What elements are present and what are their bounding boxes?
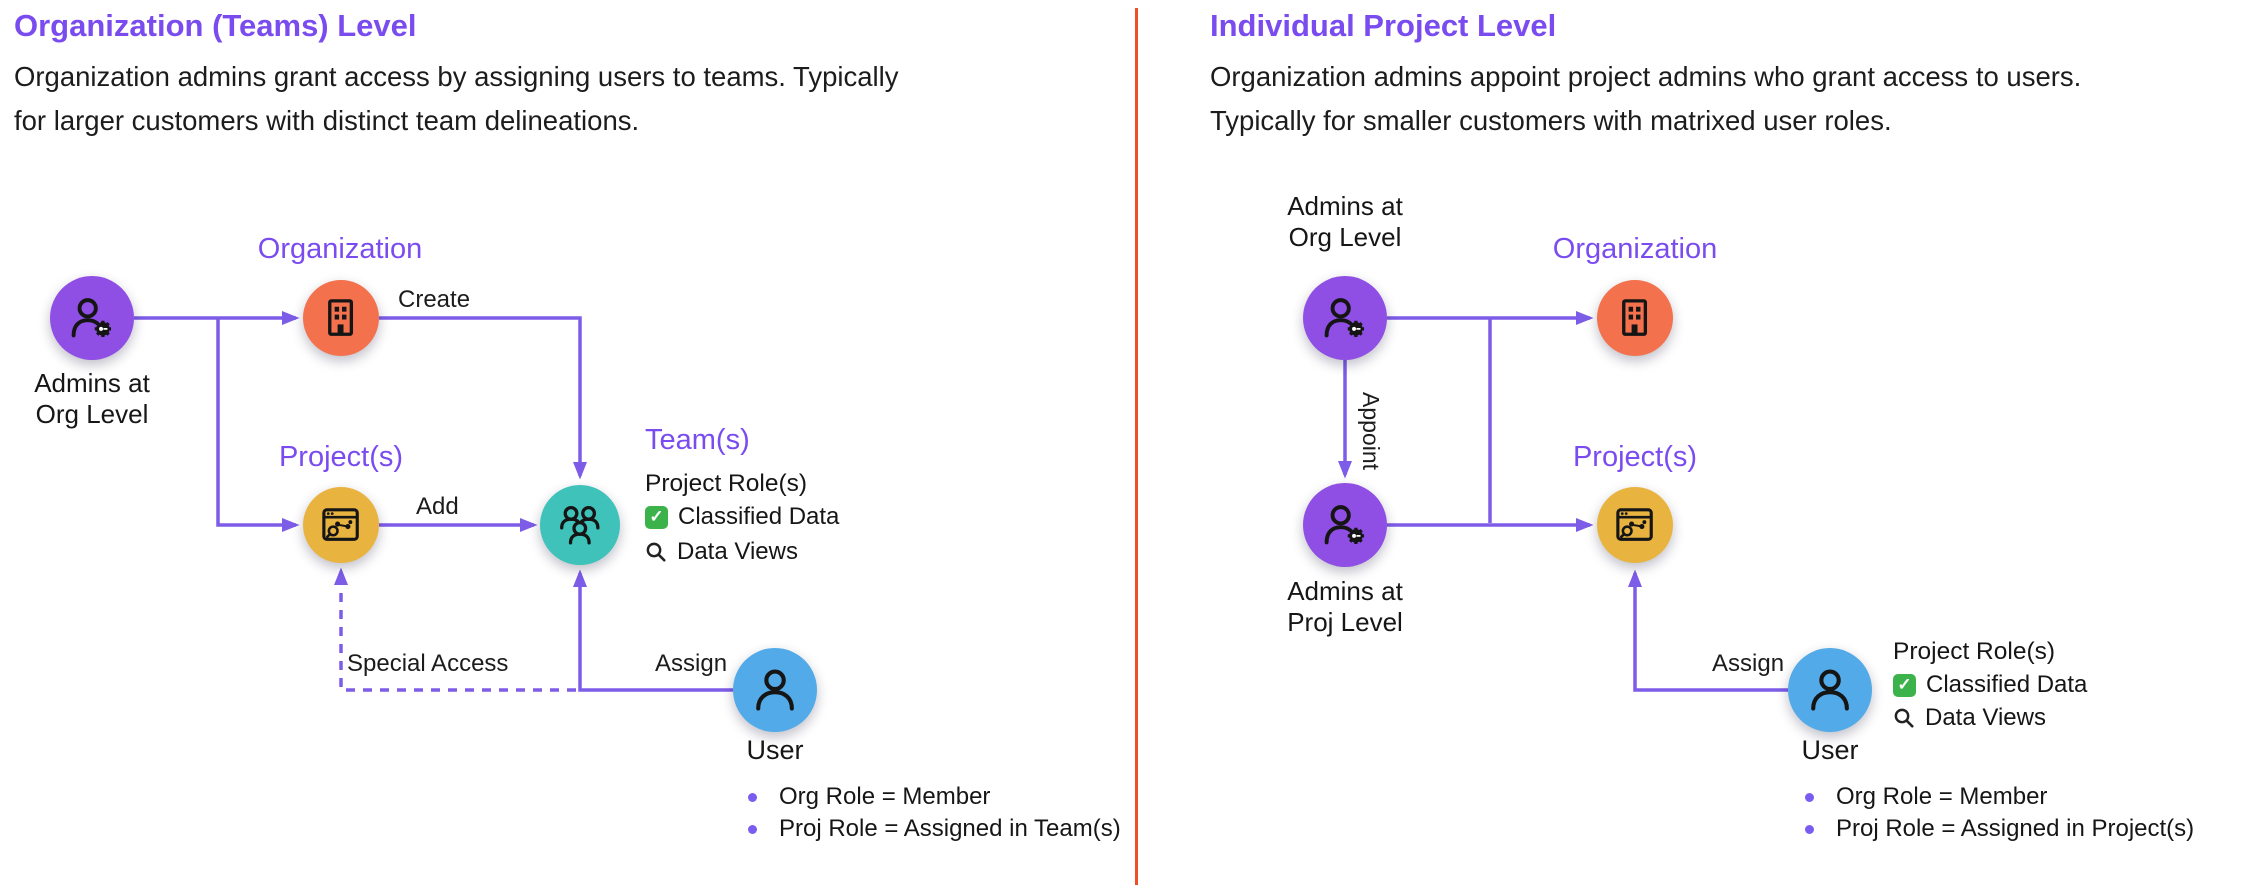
project-roles-heading: Project Role(s) [1893, 638, 2056, 665]
checkbox-icon: ✓ [1893, 673, 1916, 697]
team-roles-heading: Project Role(s) [645, 470, 808, 497]
user-bullet-proj-role: Proj Role = Assigned in Team(s) [748, 815, 1121, 843]
person-gear-icon [1324, 298, 1364, 338]
magnifier-icon [646, 542, 666, 562]
edge-label-assign: Assign [1712, 650, 1785, 677]
user-bullet-proj-role-label: Proj Role = Assigned in Team(s) [779, 815, 1121, 842]
right-panel-title: Individual Project Level [1210, 8, 1557, 43]
project-detail-dataviews-label: Data Views [1925, 704, 2046, 731]
node-org-admins [50, 276, 134, 360]
person-gear-icon [71, 298, 111, 338]
node-label-organization: Organization [1552, 233, 1718, 265]
user-bullet-org-role: Org Role = Member [748, 783, 990, 811]
right-panel-description: Organization admins appoint project admi… [1210, 61, 2082, 136]
node-projects [303, 487, 379, 563]
node-proj-admins [1303, 483, 1387, 567]
edge-admin-to-projects [216, 318, 300, 532]
node-label-org-admins: Admins at Org Level [1287, 191, 1403, 252]
team-detail-dataviews: Data Views [645, 538, 798, 566]
node-user [1788, 648, 1872, 732]
building-icon [1622, 299, 1648, 337]
bullet-dot-icon [1805, 824, 1814, 834]
edge-label-appoint: Appoint [1358, 392, 1384, 471]
bullet-dot-icon [748, 824, 757, 834]
left-panel-title: Organization (Teams) Level [14, 8, 417, 43]
building-icon [328, 299, 354, 337]
project-detail-classified: ✓ Classified Data [1893, 671, 2087, 699]
user-bullet-org-role-label: Org Role = Member [779, 783, 991, 810]
team-detail-classified: ✓ Classified Data [645, 503, 839, 531]
edge-label-add: Add [416, 493, 459, 520]
node-label-teams: Team(s) [645, 424, 750, 456]
team-detail-classified-label: Classified Data [678, 503, 840, 530]
person-gear-icon [1324, 505, 1364, 545]
edge-label-create: Create [398, 286, 471, 313]
node-label-projects: Project(s) [278, 441, 404, 473]
user-bullet-org-role: Org Role = Member [1805, 783, 2047, 811]
node-org-admins [1303, 276, 1387, 360]
bullet-dot-icon [748, 792, 757, 802]
node-label-user: User [1801, 735, 1859, 765]
user-bullet-proj-role: Proj Role = Assigned in Project(s) [1805, 815, 2194, 843]
project-window-icon [322, 508, 360, 542]
team-detail-dataviews-label: Data Views [677, 538, 798, 565]
magnifier-icon [1894, 708, 1914, 728]
node-projects [1597, 487, 1673, 563]
person-icon [756, 669, 794, 711]
node-label-projects: Project(s) [1572, 441, 1698, 473]
project-window-icon [1616, 508, 1654, 542]
user-bullet-proj-role-label: Proj Role = Assigned in Project(s) [1836, 815, 2195, 842]
checkbox-icon: ✓ [645, 505, 668, 529]
panel-divider [1135, 8, 1138, 885]
project-detail-dataviews: Data Views [1893, 704, 2046, 732]
bullet-dot-icon [1805, 792, 1814, 802]
edge-label-assign: Assign [655, 650, 728, 677]
node-label-proj-admins: Admins at Proj Level [1287, 576, 1403, 637]
user-bullet-org-role-label: Org Role = Member [1836, 783, 2048, 810]
node-organization [303, 280, 379, 356]
project-detail-classified-label: Classified Data [1926, 671, 2088, 698]
node-label-organization: Organization [257, 233, 423, 265]
node-label-user: User [746, 735, 804, 765]
person-icon [1811, 669, 1849, 711]
edge-label-special-access: Special Access [347, 650, 509, 677]
people-group-icon [560, 506, 600, 545]
node-label-org-admins: Admins at Org Level [34, 368, 150, 429]
left-panel-description: Organization admins grant access by assi… [14, 61, 899, 136]
node-teams [540, 485, 620, 565]
node-organization [1597, 280, 1673, 356]
node-user [733, 648, 817, 732]
